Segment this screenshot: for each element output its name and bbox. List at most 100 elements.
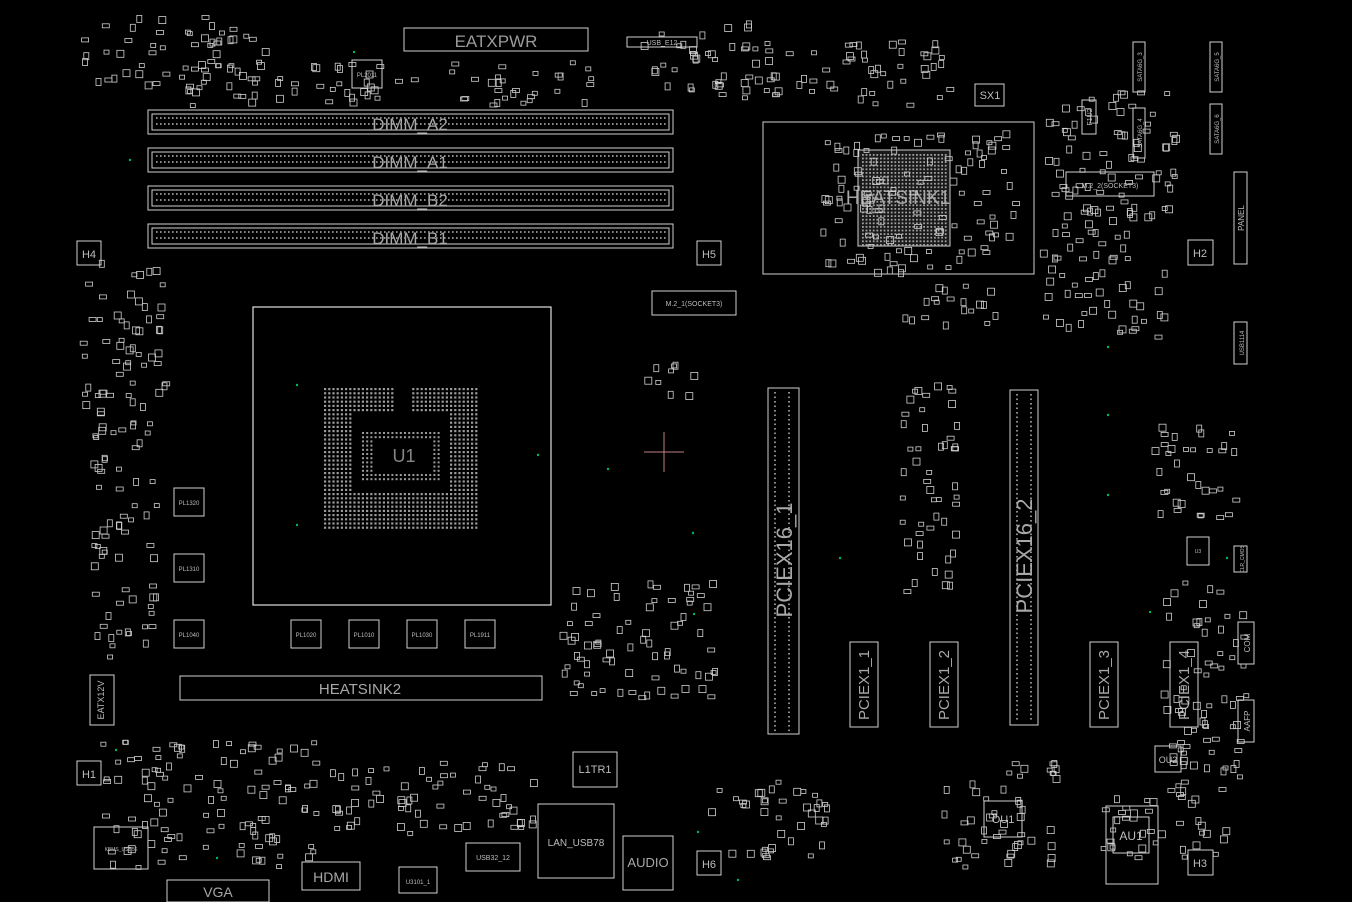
svg-text:AU1: AU1 <box>1119 829 1143 843</box>
sata-header-5[interactable]: SATA6G_5 <box>1209 41 1223 93</box>
svg-text:PL2011: PL2011 <box>357 73 378 79</box>
svg-text:H4: H4 <box>82 249 96 261</box>
svg-text:SATA6G_3: SATA6G_3 <box>1138 52 1144 82</box>
m2-1-label: M.2_1(SOCKET3) <box>666 301 723 308</box>
dimm-slot-b1[interactable]: DIMM_B1 <box>147 223 674 249</box>
kbms-usb-connector[interactable]: KBMS_USB56 <box>93 826 149 870</box>
aafp-header[interactable]: AAFP <box>1237 699 1255 743</box>
choke-pl1030: PL1030 <box>406 619 438 649</box>
l1tr1-transformer: L1TR1 <box>572 751 618 788</box>
dimm-slot-a1[interactable]: DIMM_A1 <box>147 147 674 173</box>
svg-text:PL1320: PL1320 <box>179 501 200 507</box>
sx1-part[interactable]: SX1 <box>974 83 1005 107</box>
mount-hole-h4: H4 <box>76 240 102 266</box>
ou1-chip: OU1 <box>983 800 1023 838</box>
svg-text:SATA6G_6: SATA6G_6 <box>1215 114 1221 144</box>
audio-connector[interactable]: AUDIO <box>622 835 674 891</box>
svg-text:OU1: OU1 <box>992 814 1015 826</box>
svg-text:L1TR1: L1TR1 <box>578 764 611 776</box>
svg-text:H2: H2 <box>1193 248 1207 260</box>
choke-pl1911: PL1911 <box>464 619 496 649</box>
dimm-a2-label: DIMM_A2 <box>372 115 448 134</box>
svg-text:SATA6G_5: SATA6G_5 <box>1215 52 1221 82</box>
svg-text:AUDIO: AUDIO <box>627 855 668 870</box>
dimm-a1-label: DIMM_A1 <box>372 153 448 172</box>
dimm-slot-b2[interactable]: DIMM_B2 <box>147 185 674 211</box>
panel-header[interactable]: PANEL <box>1233 171 1248 265</box>
pciex1-1-slot[interactable]: PCIEX1_1 <box>849 641 879 728</box>
cpu-socket[interactable]: U1 <box>252 306 552 606</box>
pciex1-2-slot[interactable]: PCIEX1_2 <box>929 641 959 728</box>
svg-text:HDMI: HDMI <box>313 869 349 885</box>
mount-hole-h6: H6 <box>696 850 722 876</box>
mount-hole-h5: H5 <box>696 240 722 266</box>
m2-slot-2[interactable]: M.2_2(SOCKET3) <box>1065 171 1155 197</box>
svg-text:SATA6G_4: SATA6G_4 <box>1138 118 1144 148</box>
svg-text:PL1030: PL1030 <box>412 633 433 639</box>
svg-text:LAN_USB78: LAN_USB78 <box>548 838 605 849</box>
choke-pl1010: PL1010 <box>348 619 380 649</box>
usb1114-header[interactable]: USB1114 <box>1233 321 1248 365</box>
pciex1-2-label: PCIEX1_2 <box>936 650 953 720</box>
hdmi-connector[interactable]: HDMI <box>301 861 361 891</box>
clr-cmos-header[interactable]: CLR_CMOS <box>1233 544 1248 573</box>
pciex1-3-slot[interactable]: PCIEX1_3 <box>1089 641 1119 728</box>
pciex16-1-pins <box>774 392 790 732</box>
mount-hole-h2: H2 <box>1187 239 1214 266</box>
crosshair-marker <box>644 432 684 472</box>
svg-text:H1: H1 <box>82 769 96 781</box>
pciex16-2-label: PCIEX16_2 <box>1012 499 1037 614</box>
eatxpwr-connector[interactable]: EATXPWR <box>403 27 589 52</box>
heatsink1-label: HEATSINK1 <box>846 188 950 209</box>
pciex16-2-slot[interactable]: PCIEX16_2 <box>1009 389 1039 726</box>
usb-u3101-connector[interactable]: U3101_1 <box>398 866 438 894</box>
usb32-connector[interactable]: USB32_12 <box>465 842 521 872</box>
eatx12v-connector[interactable]: EATX12V <box>89 674 115 726</box>
eatxpwr-label: EATXPWR <box>455 32 538 51</box>
sata-header-6[interactable]: SATA6G_6 <box>1209 103 1223 155</box>
smd-components <box>79 14 1250 882</box>
socket-pin-grid <box>324 388 478 529</box>
usb-e12-part: USB_E12 <box>626 36 698 48</box>
sata-header-3[interactable]: SATA6G_3 <box>1132 41 1146 93</box>
dimm-b1-label: DIMM_B1 <box>372 229 448 248</box>
pciex1-3-label: PCIEX1_3 <box>1096 650 1113 720</box>
dimm-b2-label: DIMM_B2 <box>372 191 448 210</box>
svg-text:U3101_1: U3101_1 <box>406 880 431 886</box>
svg-text:PANEL: PANEL <box>1237 205 1246 231</box>
m2-slot-1[interactable]: M.2_1(SOCKET3) <box>651 290 737 316</box>
sx1-label: SX1 <box>980 90 1001 102</box>
pciex1-4-slot[interactable]: PCIEX1_4 <box>1169 641 1199 728</box>
pciex16-2-pins <box>1016 394 1032 720</box>
u3-part: U3 <box>1186 536 1210 566</box>
svg-text:KBMS_USB56: KBMS_USB56 <box>105 847 138 853</box>
svg-text:H6: H6 <box>702 859 716 871</box>
svg-text:USB_E12: USB_E12 <box>647 40 678 47</box>
svg-text:CLR_CMOS: CLR_CMOS <box>1240 544 1246 572</box>
svg-text:PL1911: PL1911 <box>470 633 491 639</box>
f1u2-part: F1U2 <box>1081 99 1097 135</box>
eatx12v-label: EATX12V <box>96 681 106 720</box>
heatsink2-label: HEATSINK2 <box>319 681 401 698</box>
dimm-slot-a2[interactable]: DIMM_A2 <box>147 109 674 135</box>
mount-hole-h3: H3 <box>1187 849 1214 876</box>
heatsink1[interactable]: HEATSINK1 <box>762 121 1035 275</box>
vga-connector[interactable]: VGA <box>166 879 270 902</box>
pciex16-1-slot[interactable]: PCIEX16_1 <box>767 387 800 735</box>
ou2-chip: OU2 <box>1154 745 1182 773</box>
cpu-socket-label: U1 <box>392 446 415 466</box>
svg-text:OU2: OU2 <box>1159 755 1178 765</box>
svg-text:H3: H3 <box>1193 858 1207 870</box>
dimm-pin-texture <box>156 117 666 239</box>
lan-usb-connector[interactable]: LAN_USB78 <box>537 803 615 879</box>
svg-text:U3: U3 <box>1195 549 1202 555</box>
mount-hole-h1: H1 <box>76 760 102 786</box>
svg-text:PL1310: PL1310 <box>179 567 200 573</box>
heatsink2[interactable]: HEATSINK2 <box>179 675 543 701</box>
svg-text:PL1040: PL1040 <box>179 633 200 639</box>
com-header[interactable]: COM <box>1237 621 1255 665</box>
m2-2-label: M.2_2(SOCKET3) <box>1082 183 1139 190</box>
svg-text:PL1020: PL1020 <box>296 633 317 639</box>
choke-pl1320: PL1320 <box>173 487 205 517</box>
